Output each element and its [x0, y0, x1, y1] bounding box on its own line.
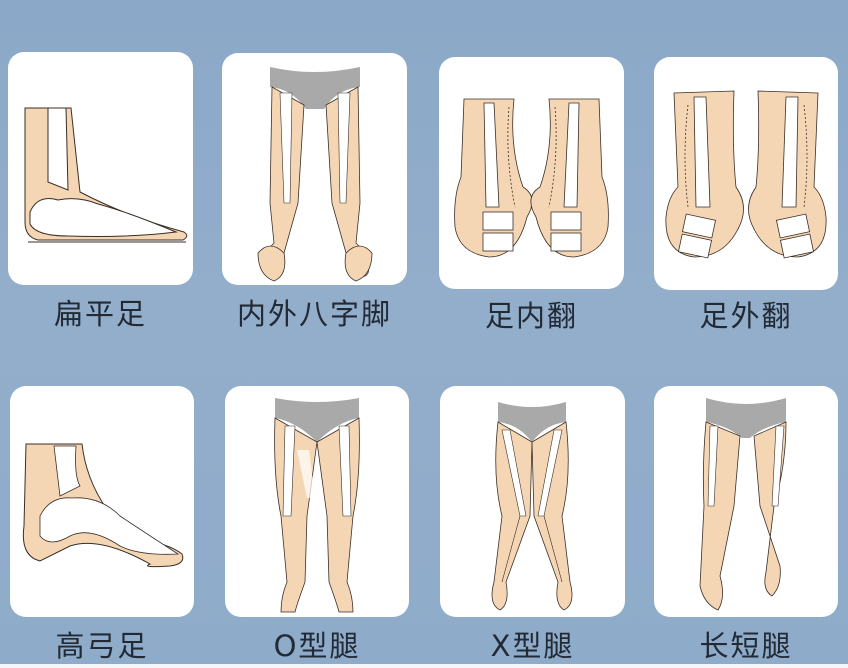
leg-length-discrepancy-card — [654, 386, 838, 617]
high-arch-card — [10, 386, 194, 617]
foot-eversion-card — [654, 57, 838, 290]
foot-eversion-label: 足外翻 — [699, 299, 793, 333]
x-legs-card — [440, 386, 625, 617]
leg-length-discrepancy-illustration — [699, 398, 787, 611]
x-legs-label: X型腿 — [490, 629, 575, 663]
foot-inversion-card — [439, 57, 624, 289]
foot-inversion-illustration — [454, 98, 609, 258]
flat-foot-label: 扁平足 — [53, 297, 147, 331]
leg-length-discrepancy-label: 长短腿 — [699, 629, 793, 663]
flat-foot-illustration — [24, 107, 188, 243]
foot-eversion-illustration — [665, 90, 827, 259]
x-legs-illustration — [491, 402, 573, 611]
o-legs-label: O型腿 — [273, 629, 361, 663]
in-out-toeing-label: 内外八字脚 — [236, 297, 392, 331]
high-arch-label: 高弓足 — [55, 629, 149, 663]
flat-foot-card — [8, 52, 193, 285]
o-legs-card — [225, 386, 409, 617]
in-out-toeing-illustration — [257, 67, 373, 282]
o-legs-illustration — [274, 398, 360, 613]
high-arch-illustration — [22, 443, 184, 568]
bottom-strip — [0, 664, 848, 668]
in-out-toeing-card — [222, 53, 407, 285]
foot-inversion-label: 足内翻 — [484, 299, 578, 333]
